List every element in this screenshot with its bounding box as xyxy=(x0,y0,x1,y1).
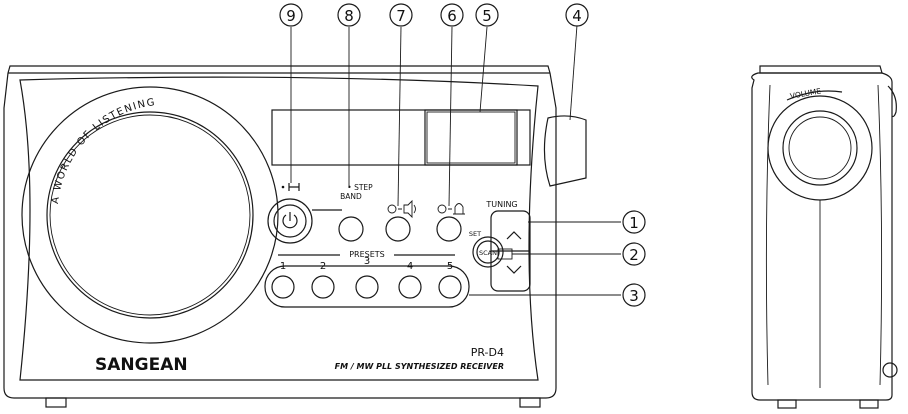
side-cabinet xyxy=(751,72,893,401)
callout-3 xyxy=(622,283,646,307)
speaker-outer-ring xyxy=(21,86,279,344)
volume-arc-icon xyxy=(786,90,843,101)
step-label: • STEP xyxy=(347,183,373,192)
preset-buttons: 1 2 3 4 5 xyxy=(271,256,462,299)
side-foot-right xyxy=(859,399,879,409)
preset-number: 2 xyxy=(320,261,326,272)
alarm2-bell-icon xyxy=(437,203,465,215)
callout-leaders xyxy=(290,24,621,296)
foot-right xyxy=(519,397,541,408)
tuning-up-icon[interactable] xyxy=(506,231,522,240)
preset-button-3[interactable] xyxy=(355,275,379,299)
preset-panel xyxy=(264,265,470,308)
scan-button[interactable] xyxy=(476,240,500,264)
power-icon xyxy=(282,212,298,229)
ring-text: A WORLD OF LISTENING xyxy=(50,97,157,204)
side-volume-dial[interactable] xyxy=(782,110,858,186)
side-back-detail xyxy=(887,85,897,118)
preset-button-2[interactable] xyxy=(311,275,335,299)
alarm1-speaker-icon xyxy=(387,199,416,219)
model-subtitle: FM / MW PLL SYNTHESIZED RECEIVER xyxy=(335,362,504,371)
callout-number: 9 xyxy=(286,7,296,25)
preset-button-4[interactable] xyxy=(398,275,422,299)
preset-number: 4 xyxy=(407,261,413,272)
callout-4 xyxy=(565,3,589,27)
callout-6 xyxy=(440,3,464,27)
alarm-indicator xyxy=(424,109,518,166)
callout-number: 2 xyxy=(629,246,639,264)
band-label: BAND xyxy=(340,192,362,201)
front-panel xyxy=(19,76,539,381)
alarm1-button[interactable] xyxy=(385,216,411,242)
presets-label: PRESETS xyxy=(349,250,385,259)
callout-number: 5 xyxy=(482,7,492,25)
power-button[interactable] xyxy=(273,204,307,238)
side-view: VOLUME xyxy=(751,65,898,409)
callout-number: 3 xyxy=(629,287,639,305)
cabinet-body xyxy=(3,72,557,399)
power-button-ring xyxy=(267,198,313,244)
preset-number: 5 xyxy=(447,261,453,272)
band-button[interactable] xyxy=(338,216,364,242)
lcd-display xyxy=(271,109,531,166)
sleep-icon xyxy=(281,183,300,191)
top-ridge xyxy=(7,65,551,74)
callout-number: 8 xyxy=(344,7,354,25)
scan-button-ring xyxy=(472,236,504,268)
callout-9 xyxy=(279,3,303,27)
callout-number: 7 xyxy=(396,7,406,25)
scan-label: SCAN xyxy=(479,249,497,257)
side-top-ridge xyxy=(759,65,883,74)
brand-logo: SANGEAN xyxy=(95,355,188,375)
alarm2-button[interactable] xyxy=(436,216,462,242)
front-view: A WORLD OF LISTENING • STEP BAND xyxy=(3,65,587,408)
side-foot-left xyxy=(777,399,797,409)
preset-button-5[interactable] xyxy=(438,275,462,299)
side-knob-outer xyxy=(767,95,873,201)
preset-number: 3 xyxy=(364,256,370,267)
callout-2 xyxy=(622,242,646,266)
side-volume-knob[interactable] xyxy=(543,115,587,187)
callout-7 xyxy=(389,3,413,27)
set-label: SET xyxy=(469,230,481,238)
preset-button-1[interactable] xyxy=(271,275,295,299)
callout-8 xyxy=(337,3,361,27)
callout-number: 1 xyxy=(629,214,639,232)
callout-5 xyxy=(475,3,499,27)
model-name: PR-D4 xyxy=(471,346,504,359)
tuning-down-icon[interactable] xyxy=(506,265,522,274)
callout-1 xyxy=(622,210,646,234)
side-jack xyxy=(882,362,898,378)
speaker-grille xyxy=(46,111,254,319)
callout-number: 6 xyxy=(447,7,457,25)
foot-left xyxy=(45,397,67,408)
tuning-label: TUNING xyxy=(485,200,517,209)
callout-number: 4 xyxy=(572,7,582,25)
callout-markers: 1 2 3 4 5 6 7 8 9 xyxy=(279,3,646,307)
preset-number: 1 xyxy=(280,261,286,272)
